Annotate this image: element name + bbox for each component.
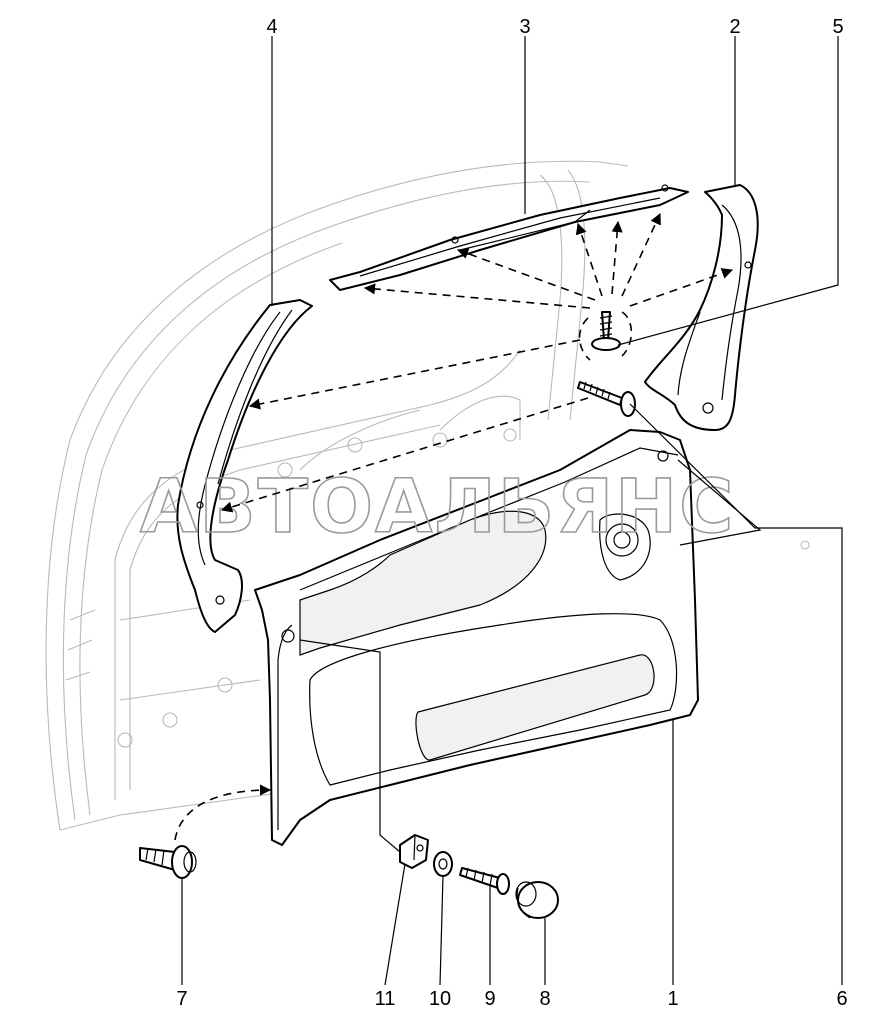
callout-9: 9 xyxy=(484,988,495,1010)
screw-5 xyxy=(591,311,621,351)
screw-9 xyxy=(459,867,510,895)
callout-2: 2 xyxy=(729,16,740,38)
callout-5: 5 xyxy=(832,16,843,38)
watermark-text: АВТОАЛЬЯНС xyxy=(140,464,735,550)
clip-7 xyxy=(139,845,197,879)
leader-lines xyxy=(181,36,843,986)
callout-8: 8 xyxy=(539,988,550,1010)
cap-8 xyxy=(515,881,559,919)
callout-3: 3 xyxy=(519,16,530,38)
installation-arrows xyxy=(174,212,734,841)
callout-4: 4 xyxy=(266,16,277,38)
screw-6 xyxy=(577,381,636,417)
callout-1: 1 xyxy=(667,988,678,1010)
callout-labels: 4 3 2 5 7 11 10 9 8 1 6 xyxy=(176,16,847,1010)
callout-6: 6 xyxy=(836,988,847,1010)
roof-trim-3 xyxy=(329,184,689,291)
callout-10: 10 xyxy=(429,988,451,1010)
pillar-trim-4 xyxy=(176,299,313,633)
washer-10 xyxy=(433,851,453,877)
callout-7: 7 xyxy=(176,988,187,1010)
door-trim-panel-1 xyxy=(254,429,699,846)
bracket-11 xyxy=(399,834,429,869)
pillar-trim-2 xyxy=(644,184,759,431)
callout-11: 11 xyxy=(375,988,396,1010)
